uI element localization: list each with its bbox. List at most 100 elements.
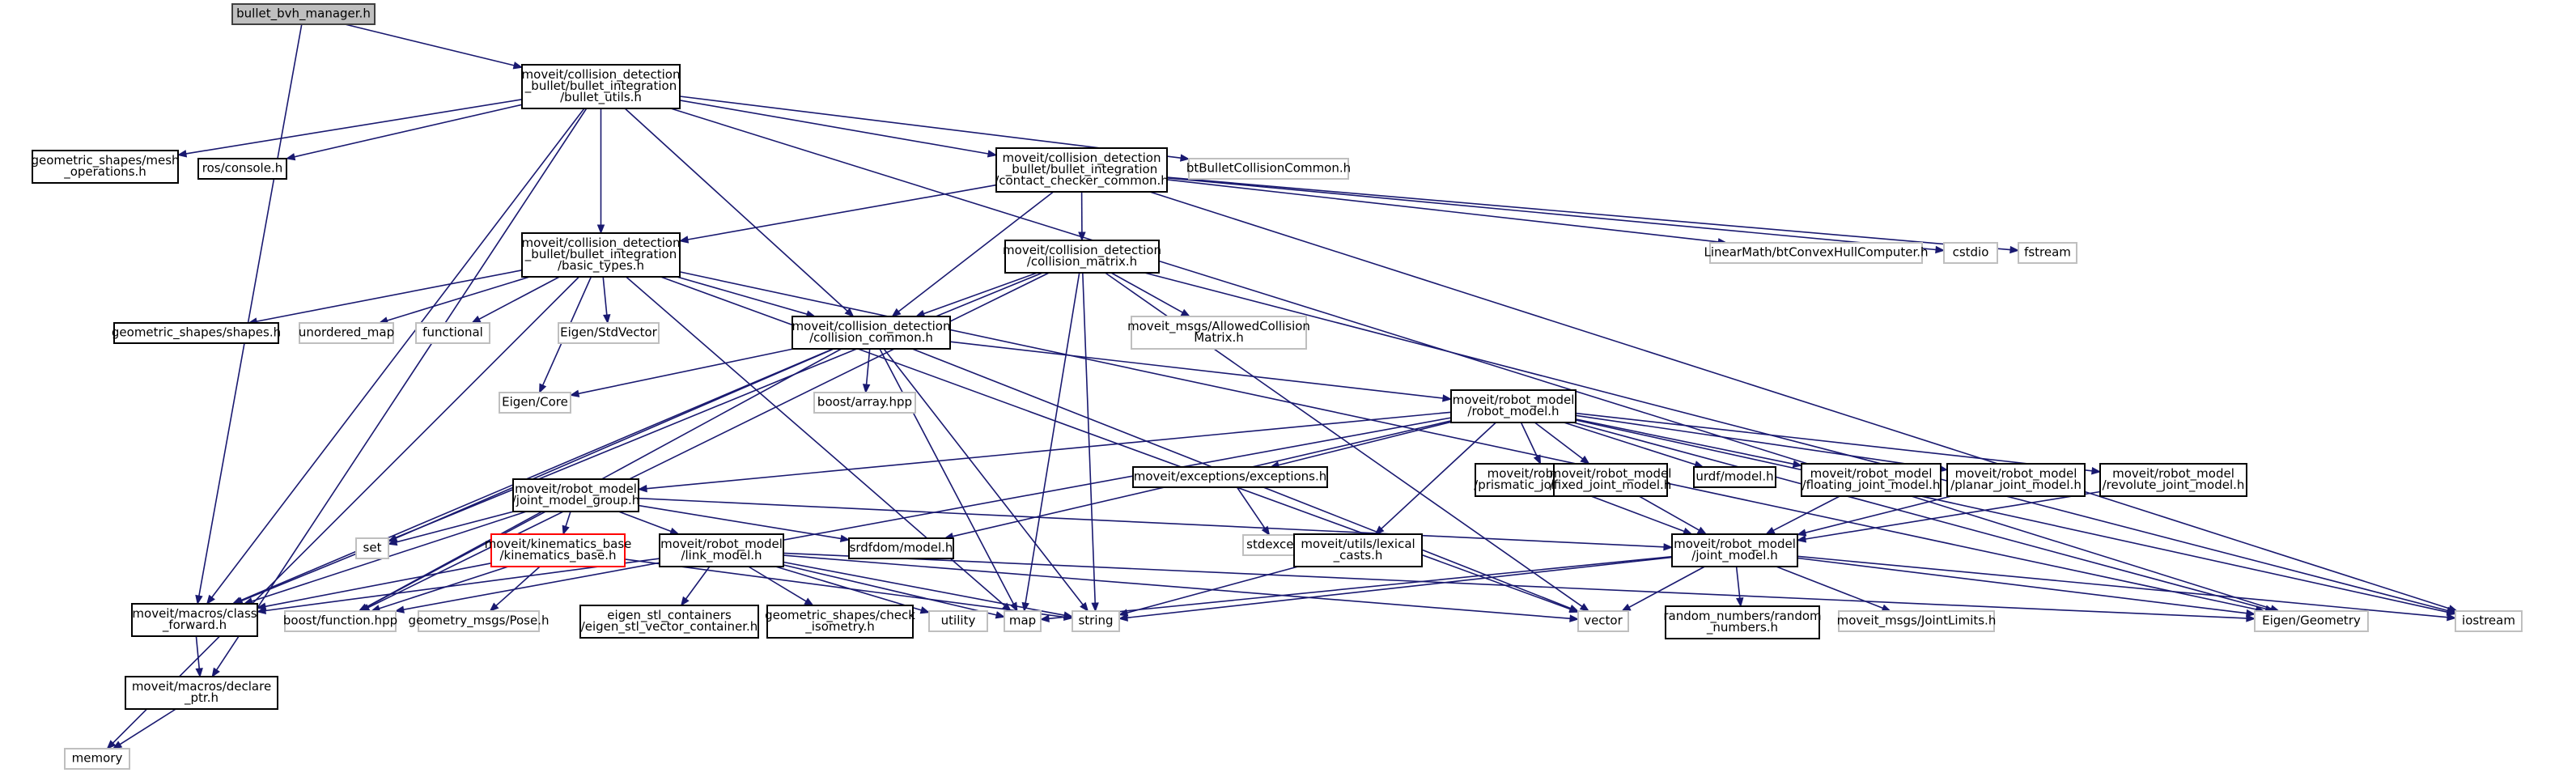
node-fixed[interactable]: moveit/robot_model/fixed_joint_model.h	[1550, 463, 1672, 497]
node-label: /joint_model.h	[1691, 548, 1777, 563]
node-shapes[interactable]: geometric_shapes/shapes.h	[112, 322, 281, 344]
edge-line	[783, 561, 1065, 616]
node-label: geometry_msgs/Pose.h	[408, 614, 549, 629]
edge-arrowhead	[2009, 245, 2020, 254]
edge-arrowhead	[1736, 597, 1744, 608]
node-planar[interactable]: moveit/robot_model/planar_joint_model.h	[1946, 463, 2086, 497]
node-label: string	[1078, 614, 1113, 628]
node-bullet-utils[interactable]: moveit/collision_detection_bullet/bullet…	[521, 64, 681, 109]
edge-line	[783, 564, 997, 616]
node-functional[interactable]: functional	[415, 322, 490, 344]
node-pose[interactable]: geometry_msgs/Pose.h	[408, 610, 550, 632]
node-eigen-geometry[interactable]: Eigen/Geometry	[2254, 610, 2369, 632]
node-cstdio[interactable]: cstdio	[1943, 242, 1998, 264]
node-class-fwd[interactable]: moveit/macros/class_forward.h	[131, 603, 258, 637]
node-link-model[interactable]: moveit/robot_model/link_model.h	[659, 533, 784, 567]
edge-arrowhead	[1935, 245, 1946, 254]
node-floating[interactable]: moveit/robot_model/floating_joint_model.…	[1801, 463, 1942, 497]
node-box	[1188, 158, 1349, 180]
node-map[interactable]: map	[1004, 610, 1042, 632]
node-collision-matrix[interactable]: moveit/collision_detection/collision_mat…	[1003, 240, 1161, 274]
node-exceptions[interactable]: moveit/exceptions/exceptions.h	[1132, 466, 1328, 488]
edge-arrowhead	[562, 524, 570, 536]
node-joint-limits[interactable]: moveit_msgs/JointLimits.h	[1837, 610, 1997, 632]
edge-link_model-to-utility	[775, 566, 931, 614]
edge-link_model-to-map	[783, 564, 1006, 619]
node-random-numbers[interactable]: random_numbers/random_numbers.h	[1663, 605, 1822, 639]
edge-arrowhead	[678, 236, 690, 244]
node-joint-model[interactable]: moveit/robot_model/joint_model.h	[1671, 533, 1798, 567]
edge-arrowhead	[603, 314, 611, 325]
node-btBullet[interactable]: btBulletCollisionCommon.h	[1186, 158, 1351, 180]
edge-arrowhead	[1796, 529, 1807, 537]
node-utility[interactable]: utility	[928, 610, 988, 632]
node-label: stdexcept	[1246, 537, 1306, 552]
node-vector[interactable]: vector	[1577, 610, 1629, 632]
edge-line	[387, 276, 530, 321]
edge-joint_model-to-iostream	[1797, 555, 2457, 622]
edge-arrowhead	[2091, 467, 2102, 475]
node-set[interactable]: set	[355, 537, 389, 559]
edge-arrowhead	[839, 534, 851, 542]
edge-arrowhead	[2446, 608, 2457, 616]
edge-link_model-to-vector	[783, 554, 1580, 622]
edge-bullet_utils-to-mesh_ops	[176, 99, 523, 158]
node-revolute[interactable]: moveit/robot_model/revolute_joint_model.…	[2099, 463, 2247, 497]
edge-exceptions-to-stdexcept	[1236, 486, 1271, 537]
node-memory[interactable]: memory	[64, 748, 130, 770]
edge-line	[256, 270, 523, 322]
node-label: moveit/collision_detection	[792, 319, 951, 334]
edge-arrowhead	[569, 389, 580, 397]
node-label: srdfdom/model.h	[850, 541, 953, 555]
node-eigen-stl[interactable]: eigen_stl_containers/eigen_stl_vector_co…	[579, 605, 759, 639]
node-box	[113, 322, 279, 344]
node-srdfdom[interactable]: srdfdom/model.h	[848, 537, 954, 559]
node-fstream[interactable]: fstream	[2018, 242, 2077, 264]
node-mesh-ops[interactable]: geometric_shapes/mesh_operations.h	[31, 150, 180, 184]
node-kinematics-base[interactable]: moveit/kinematics_base/kinematics_base.h	[485, 533, 632, 567]
edge-arrowhead	[804, 597, 814, 606]
node-convexhull[interactable]: LinearMath/btConvexHullComputer.h	[1704, 242, 1929, 264]
edge-robot_model-to-lexical	[1374, 422, 1496, 535]
edge-line	[1278, 421, 1452, 466]
edge-arrowhead	[285, 153, 296, 161]
edge-line	[783, 554, 1571, 619]
edge-arrowhead	[195, 594, 203, 605]
edge-joint_model-to-eigen_geometry	[1797, 557, 2256, 618]
node-eigen-core[interactable]: Eigen/Core	[499, 392, 571, 414]
edge-bullet_utils-to-collision_common	[624, 108, 855, 317]
edge-line	[638, 504, 842, 540]
node-boost-array[interactable]: boost/array.hpp	[813, 392, 916, 414]
node-contact-checker[interactable]: moveit/collision_detection_bullet/bullet…	[995, 147, 1169, 193]
node-joint-model-group[interactable]: moveit/robot_model/joint_model_group.h	[512, 478, 640, 512]
node-declare-ptr[interactable]: moveit/macros/declare_ptr.h	[125, 676, 278, 710]
node-basic-types[interactable]: moveit/collision_detection_bullet/bullet…	[521, 232, 681, 278]
edge-joint_model_group-to-kinematics_base	[562, 511, 571, 536]
node-iostream[interactable]: iostream	[2455, 610, 2523, 632]
edge-line	[1110, 272, 1183, 313]
node-box	[1004, 240, 1160, 274]
node-label: moveit/robot_model	[515, 482, 637, 497]
node-unordered-map[interactable]: unordered_map	[299, 322, 394, 344]
node-label: /bullet_utils.h	[560, 90, 642, 105]
node-collision-common[interactable]: moveit/collision_detection/collision_com…	[791, 316, 951, 350]
node-lexical[interactable]: moveit/utils/lexical_casts.h	[1293, 533, 1423, 567]
node-box	[512, 478, 639, 512]
node-box	[197, 158, 287, 180]
edge-line	[1082, 272, 1096, 604]
node-boost-function[interactable]: boost/function.hpp	[283, 610, 397, 632]
node-robot-model[interactable]: moveit/robot_model/robot_model.h	[1450, 389, 1577, 423]
node-ros-console[interactable]: ros/console.h	[197, 158, 287, 180]
node-box	[415, 322, 490, 344]
edge-line	[898, 191, 1055, 312]
node-urdf[interactable]: urdf/model.h	[1693, 466, 1776, 488]
node-box	[766, 605, 914, 639]
node-box	[125, 676, 278, 710]
node-check-isometry[interactable]: geometric_shapes/check_isometry.h	[765, 605, 915, 639]
node-stdvector[interactable]: Eigen/StdVector	[558, 322, 660, 344]
node-string[interactable]: string	[1072, 610, 1120, 632]
edge-line	[366, 511, 546, 609]
edge-root-to-class_fwd	[195, 23, 303, 605]
node-label: fstream	[2024, 245, 2071, 260]
